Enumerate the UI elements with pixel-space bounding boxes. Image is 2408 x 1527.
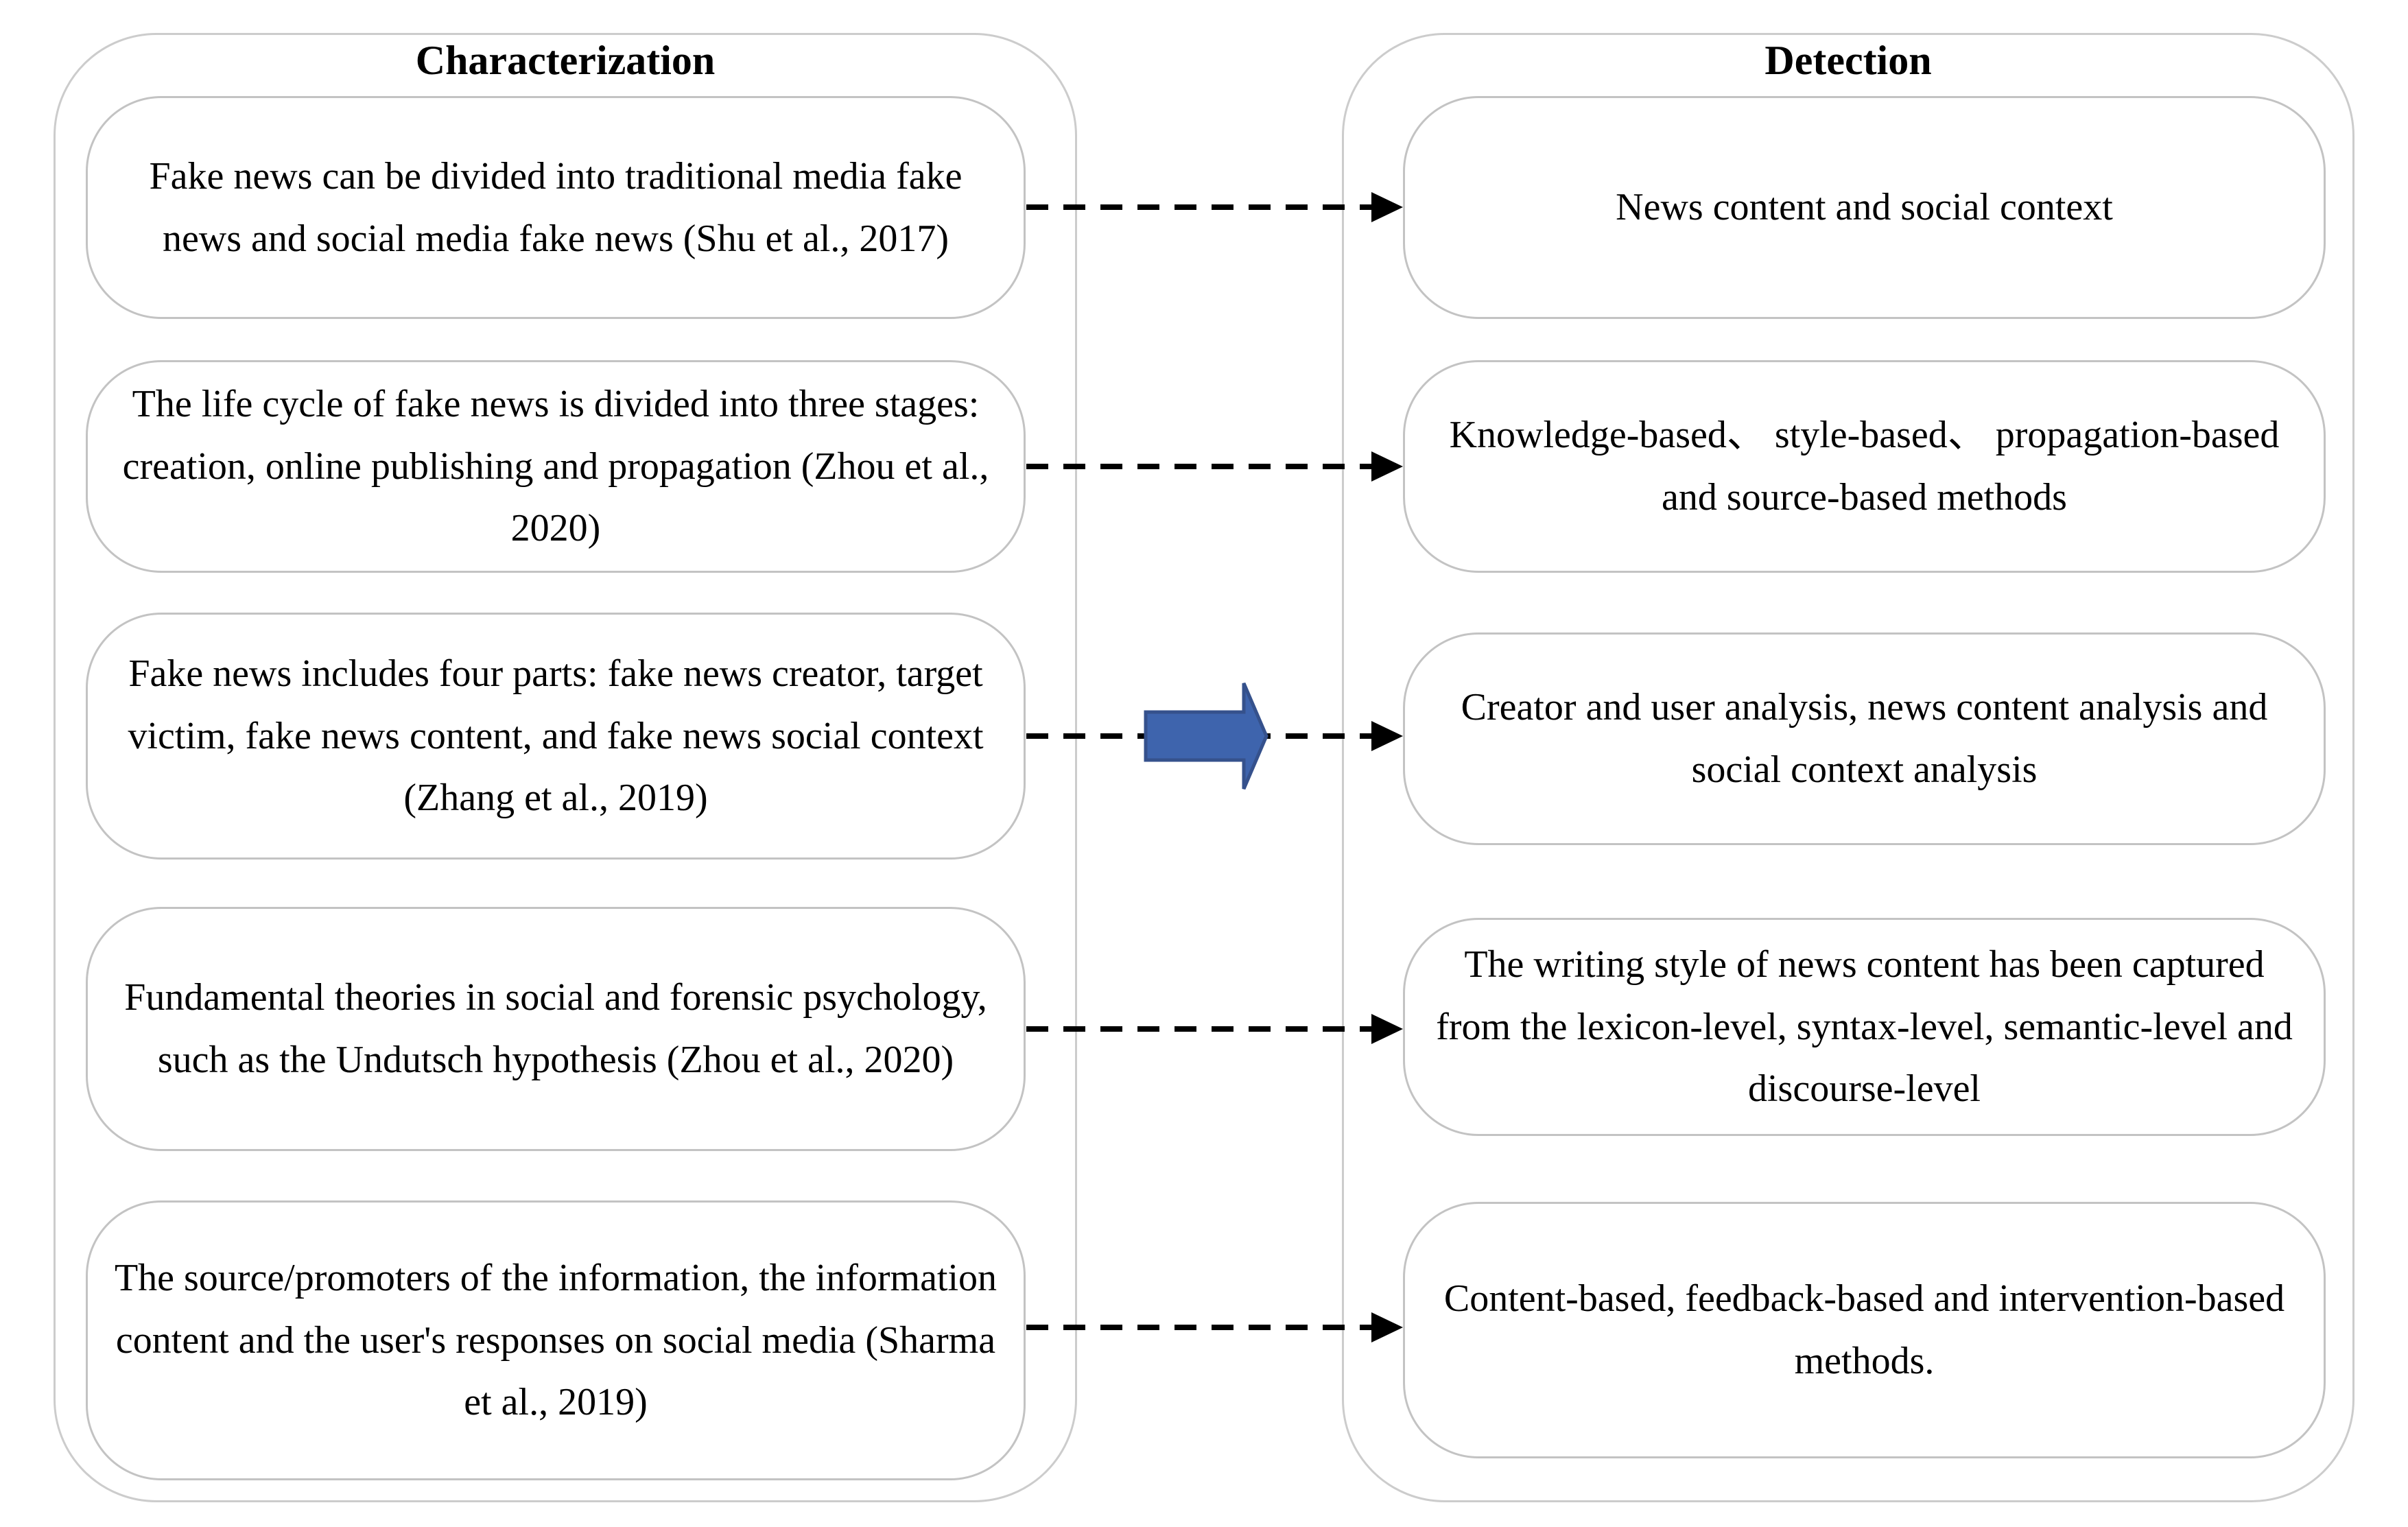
detection-column-container bbox=[1342, 33, 2354, 1502]
arrowhead-icon-5 bbox=[1371, 1312, 1403, 1342]
arrowhead-icon-1 bbox=[1371, 192, 1403, 222]
characterization-column-container bbox=[54, 33, 1077, 1502]
arrowhead-icon-2 bbox=[1371, 451, 1403, 482]
characterization-box-4: Fundamental theories in social and foren… bbox=[86, 907, 1026, 1151]
dashed-connector-1 bbox=[1026, 204, 1373, 210]
dashed-connector-5 bbox=[1026, 1325, 1373, 1330]
dashed-connector-2 bbox=[1026, 464, 1373, 469]
characterization-column-title: Characterization bbox=[415, 38, 716, 83]
detection-box-4: The writing style of news content has be… bbox=[1403, 918, 2326, 1136]
detection-box-2: Knowledge-based、 style-based、 propagatio… bbox=[1403, 360, 2326, 573]
detection-box-5: Content-based, feedback-based and interv… bbox=[1403, 1202, 2326, 1458]
block-arrow-icon bbox=[1144, 683, 1268, 790]
characterization-box-1: Fake news can be divided into traditiona… bbox=[86, 96, 1026, 319]
dashed-connector-4 bbox=[1026, 1026, 1373, 1032]
arrowhead-icon-3 bbox=[1371, 721, 1403, 751]
arrowhead-icon-4 bbox=[1371, 1014, 1403, 1044]
characterization-box-3: Fake news includes four parts: fake news… bbox=[86, 613, 1026, 860]
detection-box-3: Creator and user analysis, news content … bbox=[1403, 632, 2326, 845]
characterization-box-2: The life cycle of fake news is divided i… bbox=[86, 360, 1026, 573]
detection-column-title: Detection bbox=[1764, 38, 1932, 83]
characterization-box-5: The source/promoters of the information,… bbox=[86, 1200, 1026, 1480]
detection-box-1: News content and social context bbox=[1403, 96, 2326, 319]
